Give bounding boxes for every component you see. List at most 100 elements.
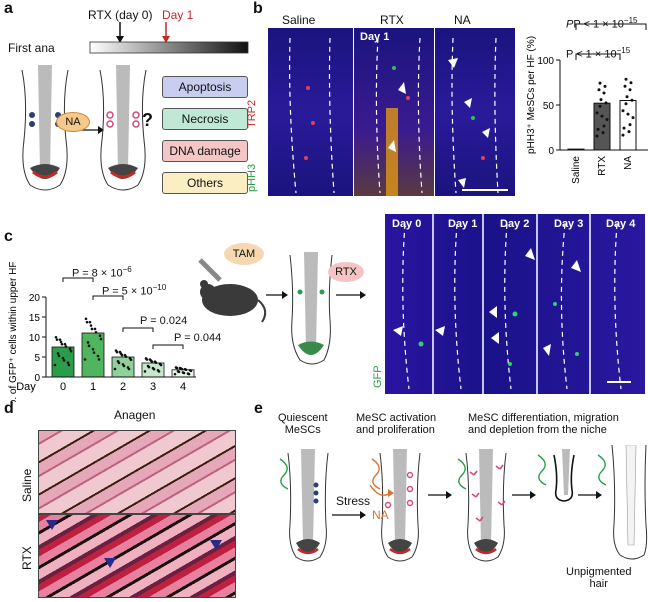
c-dot — [152, 367, 156, 371]
c-dot — [120, 353, 124, 357]
c-dot — [60, 342, 64, 346]
e-follicle-3 — [457, 449, 507, 562]
c-dot — [145, 358, 149, 361]
c-x-label-day2: 2 — [120, 381, 126, 393]
c-dot — [58, 338, 62, 341]
c-dot — [92, 351, 96, 354]
e-stress: Stress — [336, 494, 371, 508]
c-dot — [97, 358, 101, 361]
c-dot — [59, 340, 63, 344]
c-dot — [89, 324, 93, 327]
e-stage3: MeSC differentiation, migration and depl… — [468, 412, 619, 436]
b-dot — [596, 127, 600, 131]
c-day1: Day 1 — [448, 218, 478, 230]
micro-b-na — [435, 28, 515, 196]
c-day0: Day 0 — [392, 218, 422, 230]
c-dot — [115, 350, 119, 354]
c-dot — [113, 367, 117, 371]
c-dot — [96, 354, 100, 358]
timeline-arrows — [89, 22, 249, 54]
c-y-tick-label: 20 — [29, 293, 41, 304]
outcome-necrosis: Necrosis — [162, 108, 248, 130]
b-bar-rtx — [593, 102, 611, 151]
b-dot — [630, 98, 634, 102]
c-p3: P = 0.024 — [140, 315, 188, 327]
outcome-dna-damage: DNA damage — [162, 140, 248, 162]
b-y-tick-label: 100 — [537, 56, 554, 67]
c-dot — [68, 347, 72, 351]
c-x-label-day3: 3 — [150, 381, 156, 393]
c-bracket-2 — [92, 295, 124, 300]
day1-label: Day 1 — [162, 8, 194, 22]
b-dot — [598, 81, 602, 85]
col-rtx: RTX — [380, 13, 404, 27]
e-follicle-2 — [369, 449, 421, 562]
micro-c-overlay — [393, 214, 631, 394]
panel-e-label: e — [254, 400, 263, 417]
outcome-apoptosis: Apoptosis — [162, 76, 248, 98]
c-x-label-day0: 0 — [60, 381, 66, 393]
follicle-right — [99, 65, 147, 191]
c-y-tick-label: 0 — [34, 373, 40, 384]
b-p-mid: P < 1 × 10−15 — [566, 46, 631, 61]
c-dot — [57, 354, 61, 358]
c-dot — [150, 360, 154, 364]
c-dot — [55, 338, 59, 341]
b-p-top: PP < 1 × 10−15 — [566, 16, 638, 31]
panel-a-label: a — [4, 0, 13, 17]
b-dot — [601, 131, 605, 135]
tam-oval: TAM — [224, 243, 264, 265]
c-dot — [56, 352, 60, 355]
c-dot — [127, 367, 131, 371]
d-rtx-image — [38, 514, 236, 598]
c-dot — [122, 364, 126, 368]
e-follicle-5 — [597, 445, 648, 560]
c-dot — [67, 363, 71, 367]
b-bracket-top — [575, 23, 647, 30]
b-dot — [626, 112, 630, 116]
e-stage1: Quiescent MeSCs — [278, 412, 328, 436]
c-dot — [53, 363, 57, 367]
c-dot — [93, 327, 97, 331]
b-dot — [595, 111, 599, 115]
b-dot — [600, 114, 604, 118]
c-dot — [159, 363, 163, 367]
c-p2: P = 5 × 10−10 — [102, 283, 167, 298]
b-bar-na — [619, 100, 637, 151]
c-dot — [88, 320, 92, 324]
c-dot — [90, 327, 94, 331]
outcome-others: Others — [162, 172, 248, 194]
panel-b-label: b — [253, 0, 263, 17]
c-dot — [87, 344, 91, 348]
micro-b-overlay — [289, 37, 508, 196]
b-dot — [624, 77, 628, 81]
b-dot — [603, 84, 607, 88]
c-dot — [94, 331, 98, 334]
c-y-tick-label: 15 — [29, 313, 41, 324]
e-follicle-1 — [279, 449, 329, 562]
b-dot — [628, 88, 632, 92]
c-day3: Day 3 — [554, 218, 584, 230]
b-dot — [625, 95, 629, 99]
c-day4: Day 4 — [606, 218, 636, 230]
b-dot — [623, 84, 627, 88]
b-dot — [602, 124, 606, 128]
c-gfp-label: GFP — [372, 365, 384, 388]
b-dot — [631, 116, 635, 120]
col-na: NA — [454, 13, 471, 27]
c-x-label-day1: 1 — [90, 381, 96, 393]
c-dot — [180, 367, 184, 371]
c-dot — [154, 361, 158, 365]
b-dot — [627, 130, 631, 134]
panel-c-label: c — [4, 228, 13, 245]
b-y-tick-label: 0 — [548, 146, 554, 157]
micro-c-strip — [385, 214, 645, 394]
c-dot — [187, 372, 191, 376]
c-dot — [129, 358, 133, 362]
c-p1: P = 8 × 10−6 — [72, 265, 132, 280]
b-dot — [604, 101, 608, 105]
syringe-icon — [198, 258, 222, 282]
c-dot — [99, 337, 103, 341]
